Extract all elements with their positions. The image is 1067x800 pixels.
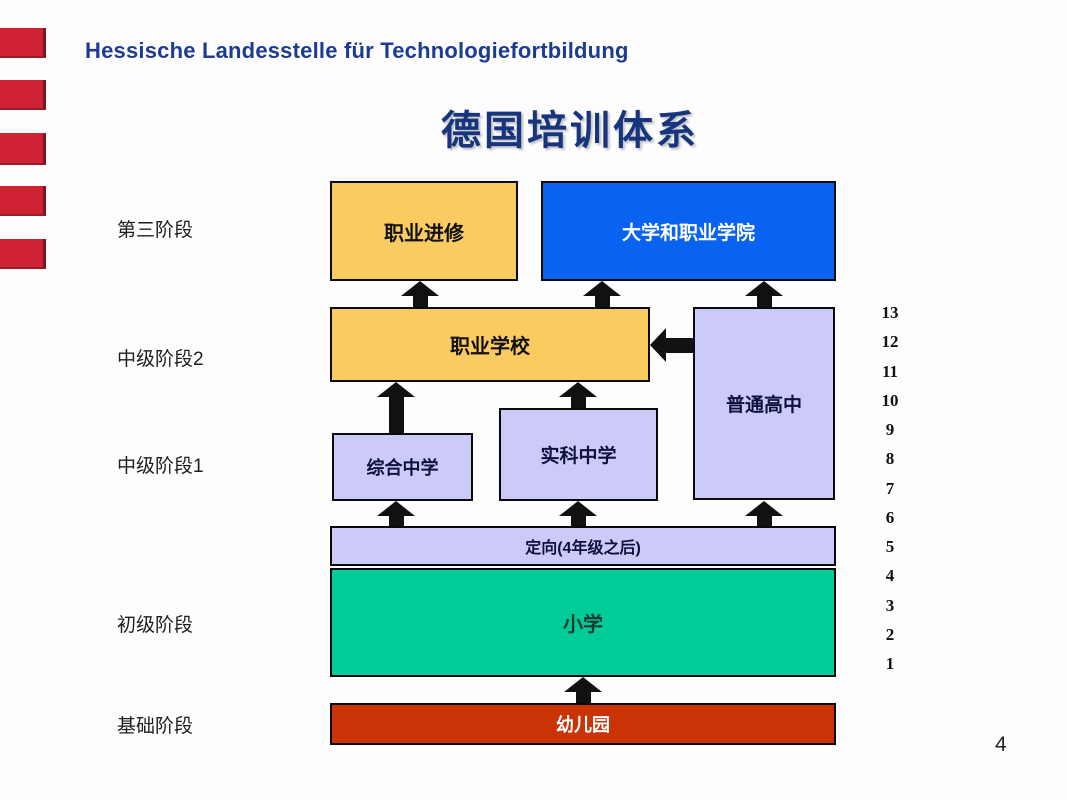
arrow-head [745,281,783,296]
stage-label-primary: 初级阶段 [117,615,194,636]
stage-label-secondary-2: 中级阶段2 [117,349,204,370]
arrow-head [559,501,597,516]
grade-label: 4 [885,566,895,586]
grade-label: 5 [885,537,895,556]
grade-label: 2 [885,624,895,644]
flow-arrow-up-vocschool-to-training [400,281,440,307]
arrow-shaft [756,516,772,526]
box-kindergarten: 幼儿园 [330,703,836,745]
flow-arrow-left-gymnasium-to-vocschool [650,328,693,362]
deco-red-block [0,133,46,165]
grade-label: 8 [885,449,895,469]
flow-arrow-up-kindergarten-to-primary [563,677,603,703]
box-orientation-phase: 定向(4年级之后) [330,526,836,566]
box-orientation-phase-label: 定向(4年级之后) [525,540,641,557]
arrow-head [377,382,415,397]
box-primary-school: 小学 [330,568,836,677]
box-vocational-school: 职业学校 [330,307,650,382]
grade-label: 12 [881,332,899,352]
deco-red-block [0,80,46,110]
arrow-shaft [412,296,428,307]
grade-label: 6 [885,507,895,527]
box-university-college: 大学和职业学院 [541,181,836,281]
arrow-shaft [570,397,586,408]
arrow-shaft [666,337,693,353]
slide-title: 德国培训体系 [441,109,699,153]
grade-label: 3 [885,595,895,615]
box-vocational-training-label: 职业进修 [384,222,464,245]
arrow-head [745,501,783,516]
grade-label: 9 [885,420,895,439]
box-university-college-label: 大学和职业学院 [621,222,755,244]
deco-red-block [0,239,46,269]
grade-scale: 13 12 11 10 9 8 7 6 5 4 3 2 1 [872,304,908,672]
flow-arrow-up-comprehensive-to-vocschool [376,382,416,433]
grade-label: 13 [881,303,899,322]
box-gymnasium-label: 普通高中 [725,395,802,416]
stage-label-secondary-1: 中级阶段1 [117,456,204,477]
box-gymnasium: 普通高中 [693,307,835,500]
stage-label-foundation: 基础阶段 [117,716,194,737]
organization-header: Hessische Landesstelle für Technologiefo… [85,38,629,63]
arrow-head [650,328,666,362]
flow-arrow-up-orientation-to-realschule [558,501,598,526]
flow-arrow-up-gymnasium-to-university [744,281,784,307]
box-realschule-label: 实科中学 [540,446,617,467]
grade-label: 10 [881,390,899,410]
stage-label-tertiary: 第三阶段 [117,220,194,241]
box-comprehensive-school-label: 综合中学 [366,458,439,478]
arrow-shaft [570,516,586,526]
box-primary-school-label: 小学 [563,614,603,636]
grade-label: 7 [885,478,895,498]
arrow-head [564,677,602,692]
arrow-head [377,501,415,516]
arrow-shaft [388,516,404,526]
box-vocational-training: 职业进修 [330,181,518,281]
arrow-shaft [594,296,610,307]
arrow-head [583,281,621,296]
arrow-shaft [756,296,772,307]
flow-arrow-up-orientation-to-gymnasium [744,501,784,526]
deco-red-block [0,186,46,216]
arrow-shaft [388,397,404,433]
box-kindergarten-label: 幼儿园 [556,715,610,735]
box-realschule: 实科中学 [499,408,658,501]
page-number: 4 [995,733,1007,756]
deco-red-block [0,28,46,58]
box-comprehensive-school: 综合中学 [332,433,473,501]
arrow-shaft [575,692,591,703]
box-vocational-school-label: 职业学校 [450,336,530,358]
flow-arrow-up-vocschool-to-university [582,281,622,307]
grade-label: 11 [881,361,899,381]
flow-arrow-up-orientation-to-comprehensive [376,501,416,526]
arrow-head [559,382,597,397]
flow-arrow-up-realschule-to-vocschool [558,382,598,408]
grade-label: 1 [885,654,895,673]
arrow-head [401,281,439,296]
